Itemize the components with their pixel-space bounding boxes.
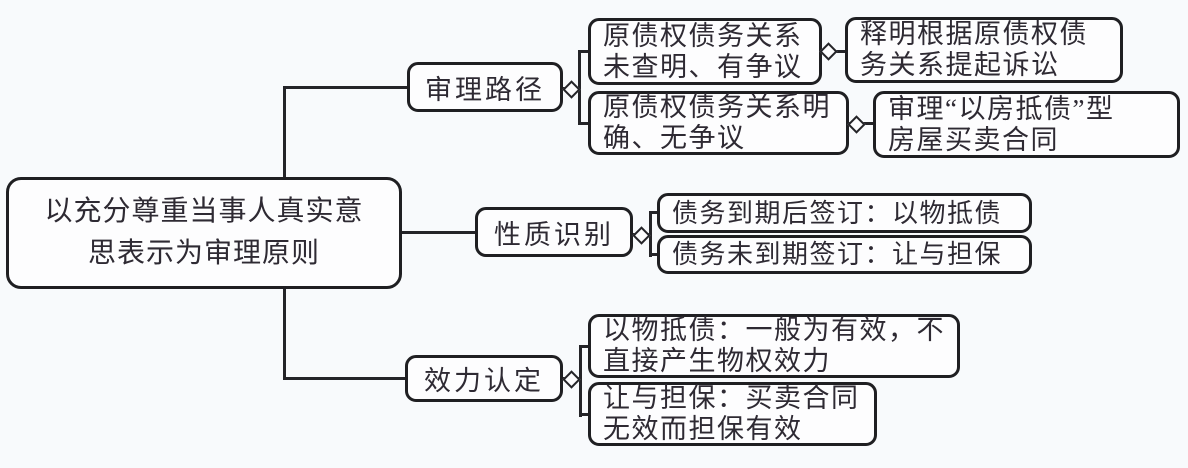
child-node-signed-before-due: 债务未到期签订：让与担保 — [657, 235, 1032, 274]
branch-node-trial-path: 审理路径 — [407, 62, 563, 112]
connector-line — [578, 122, 590, 125]
connector-line — [649, 211, 652, 257]
connector-line — [649, 211, 659, 214]
branch-node-nature-identification: 性质识别 — [475, 207, 633, 257]
child-node-relationship-unverified: 原债权债务关系 未查明、有争议 — [588, 18, 822, 85]
connector-line — [579, 345, 582, 417]
collapse-diamond-icon — [819, 42, 838, 61]
connector-line — [400, 231, 477, 234]
connector-line — [579, 345, 590, 348]
child-node-datio-validity: 以物抵债：一般为有效，不 直接产生物权效力 — [588, 314, 960, 378]
connector-line — [578, 50, 590, 53]
connector-line — [283, 377, 407, 380]
connector-line — [283, 86, 286, 179]
connector-line — [579, 413, 590, 416]
connector-line — [649, 253, 659, 256]
collapse-diamond-icon — [562, 370, 581, 389]
collapse-diamond-icon — [847, 115, 866, 134]
connector-line — [283, 288, 286, 380]
child-node-relationship-clear: 原债权债务关系明 确、无争议 — [588, 91, 849, 155]
child-node-signed-after-due: 债务到期后签订：以物抵债 — [657, 193, 1032, 233]
child-node-try-house-for-debt-contract: 审理“以房抵债”型 房屋买卖合同 — [873, 91, 1180, 158]
child-node-transfer-guarantee-validity: 让与担保：买卖合同 无效而担保有效 — [588, 382, 877, 446]
connector-line — [283, 86, 409, 89]
root-topic-node: 以充分尊重当事人真实意 思表示为审理原则 — [6, 177, 402, 289]
child-node-explain-lawsuit: 释明根据原债权债 务关系提起诉讼 — [845, 17, 1123, 83]
branch-node-validity-determination: 效力认定 — [405, 355, 563, 402]
collapse-diamond-icon — [632, 226, 651, 245]
